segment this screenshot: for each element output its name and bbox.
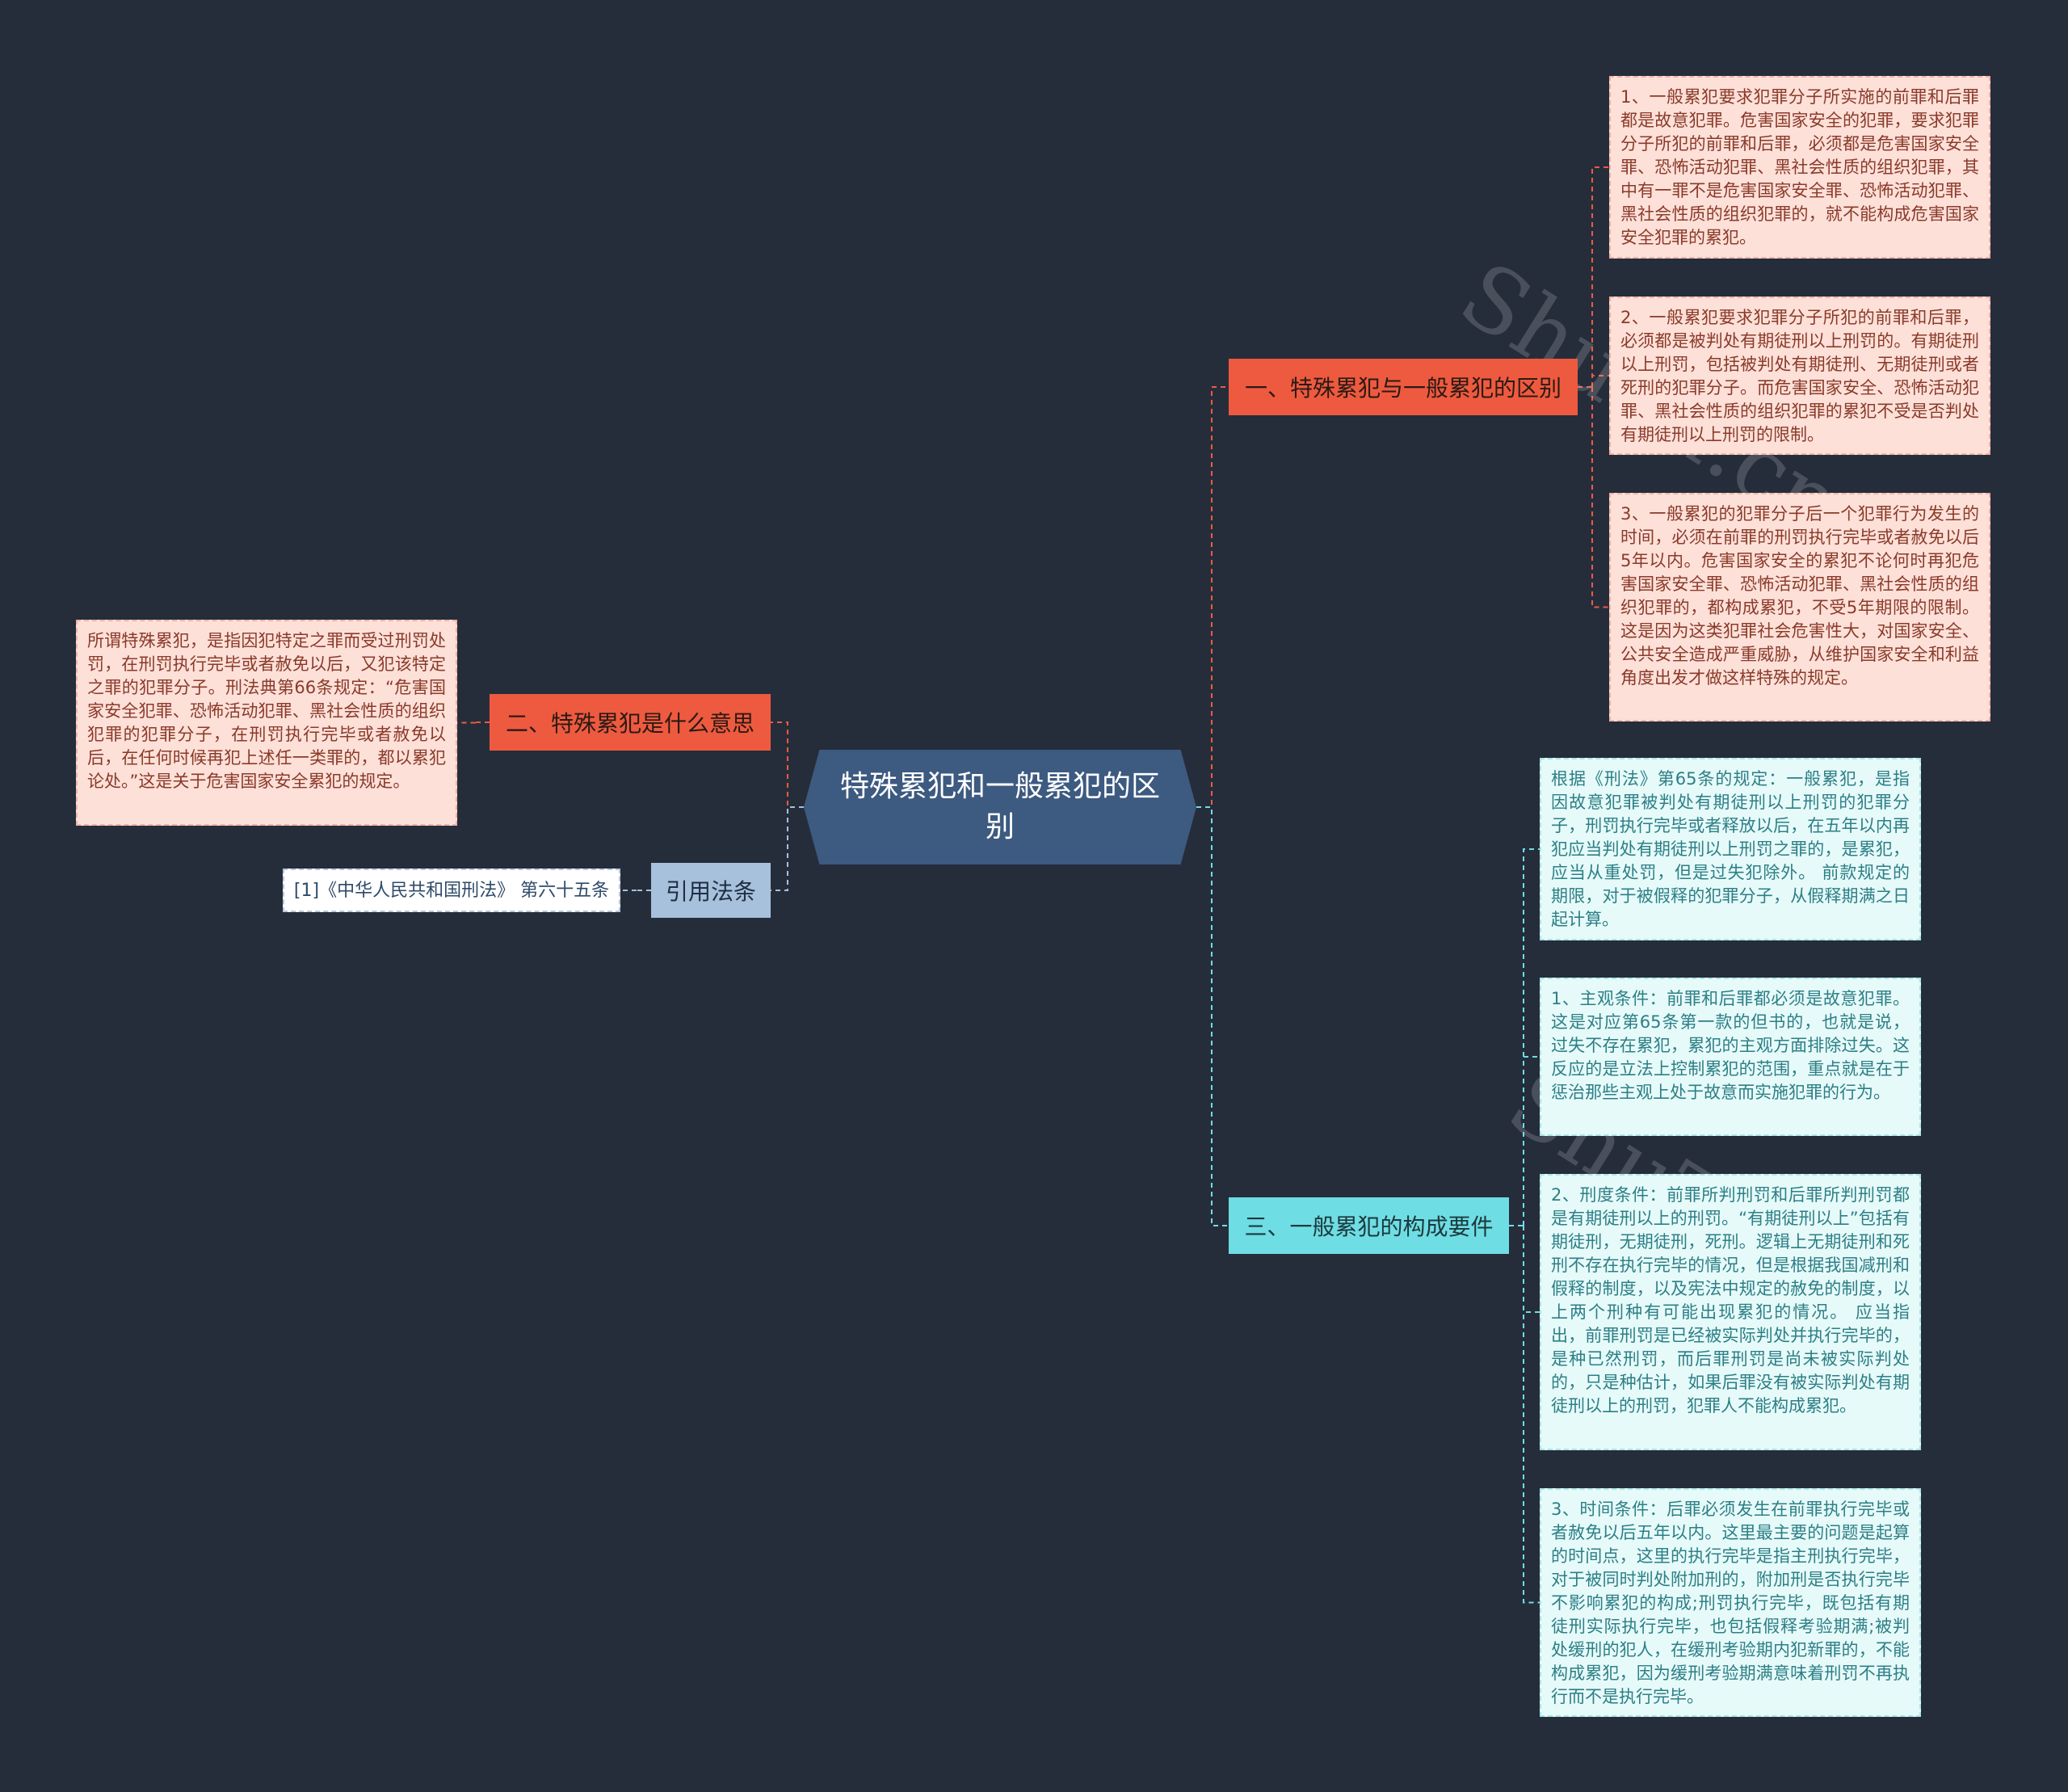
leaf-cited-law-article[interactable]: [1]《中华人民共和国刑法》 第六十五条 bbox=[283, 869, 620, 912]
branch-special-vs-general[interactable]: 一、特殊累犯与一般累犯的区别 bbox=[1229, 359, 1578, 415]
connector-n-b1-2 bbox=[1591, 387, 1609, 608]
leaf-special-recidivist-definition: 所谓特殊累犯，是指因犯特定之罪而受过刑罚处罚，在刑罚执行完毕或者赦免以后，又犯该… bbox=[76, 620, 457, 826]
connector-center-n-b3 bbox=[771, 806, 804, 891]
connector-n-b4-3 bbox=[1523, 1226, 1540, 1604]
branch-special-recidivist-meaning[interactable]: 二、特殊累犯是什么意思 bbox=[490, 694, 771, 751]
branch-general-recidivist-elements[interactable]: 三、一般累犯的构成要件 bbox=[1229, 1197, 1509, 1254]
leaf-difference-3: 3、一般累犯的犯罪分子后一个犯罪行为发生的时间，必须在前罪的刑罚执行完毕或者赦免… bbox=[1609, 493, 1990, 721]
connector-n-b1-0 bbox=[1591, 166, 1609, 387]
leaf-time-condition: 3、时间条件：后罪必须发生在前罪执行完毕或者赦免以后五年以内。这里最主要的问题是… bbox=[1540, 1488, 1921, 1717]
leaf-sentence-condition: 2、刑度条件：前罪所判刑罚和后罪所判刑罚都是有期徒刑以上的刑罚。“有期徒刑以上”… bbox=[1540, 1174, 1921, 1450]
connector-n-b4-0 bbox=[1523, 848, 1540, 1226]
connector-center-n-b2 bbox=[771, 721, 804, 808]
connector-center-n-b4 bbox=[1196, 806, 1229, 1226]
leaf-difference-1: 1、一般累犯要求犯罪分子所实施的前罪和后罪都是故意犯罪。危害国家安全的犯罪，要求… bbox=[1609, 76, 1990, 259]
connector-n-b1-1 bbox=[1591, 375, 1609, 387]
connector-center-n-b1 bbox=[1196, 386, 1229, 808]
leaf-article-65: 根据《刑法》第65条的规定：一般累犯，是指因故意犯罪被判处有期徒刑以上刑罚的犯罪… bbox=[1540, 758, 1921, 940]
branch-cited-law[interactable]: 引用法条 bbox=[651, 863, 771, 918]
connector-n-b4-2 bbox=[1523, 1226, 1540, 1313]
connector-n-b4-1 bbox=[1523, 1056, 1540, 1226]
leaf-subjective-condition: 1、主观条件：前罪和后罪都必须是故意犯罪。这是对应第65条第一款的但书的，也就是… bbox=[1540, 978, 1921, 1136]
leaf-difference-2: 2、一般累犯要求犯罪分子所犯的前罪和后罪，必须都是被判处有期徒刑以上刑罚的。有期… bbox=[1609, 297, 1990, 455]
connector-n-b2-0 bbox=[457, 721, 476, 724]
central-topic[interactable]: 特殊累犯和一般累犯的区别 bbox=[804, 750, 1196, 864]
